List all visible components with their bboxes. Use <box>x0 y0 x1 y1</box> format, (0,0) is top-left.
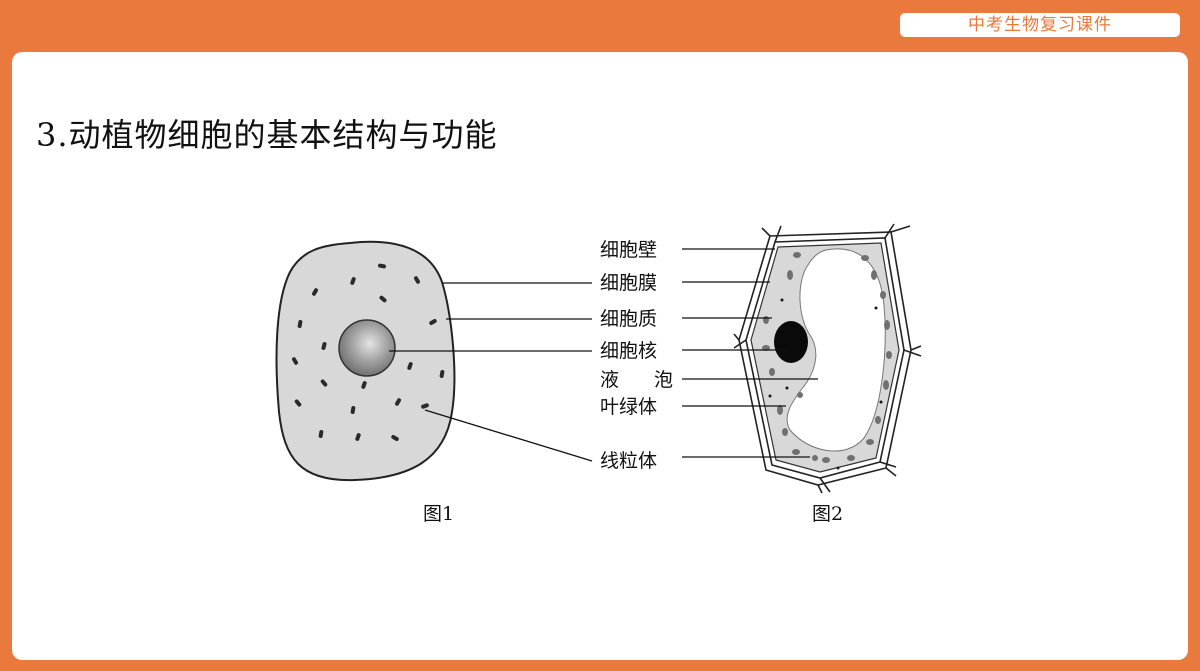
figure1-caption: 图1 <box>423 503 454 525</box>
label-vacuole-first: 液 <box>600 369 619 391</box>
animal-mitochondria <box>292 263 445 441</box>
plant-mitochondria <box>768 298 883 470</box>
label-vacuole-second: 泡 <box>654 369 673 391</box>
cell-wall-lines <box>733 223 922 494</box>
animal-cell <box>275 240 456 482</box>
leader-lines <box>389 248 818 462</box>
plant-cell <box>733 223 922 494</box>
label-mitochondrion: 线粒体 <box>600 450 657 472</box>
chloroplasts <box>762 252 892 463</box>
figure2-caption: 图2 <box>812 503 843 525</box>
label-cell-membrane: 细胞膜 <box>600 272 657 294</box>
plant-nucleus <box>774 321 808 363</box>
label-cell-wall: 细胞壁 <box>600 239 657 261</box>
label-chloroplast: 叶绿体 <box>600 396 657 418</box>
label-nucleus: 细胞核 <box>600 340 657 362</box>
content-panel: 3.动植物细胞的基本结构与功能 <box>12 52 1188 660</box>
vacuole <box>786 248 886 452</box>
course-badge: 中考生物复习课件 <box>900 13 1180 37</box>
animal-nucleus <box>338 319 396 377</box>
slide-title: 3.动植物细胞的基本结构与功能 <box>36 116 498 154</box>
label-cytoplasm: 细胞质 <box>600 308 657 330</box>
